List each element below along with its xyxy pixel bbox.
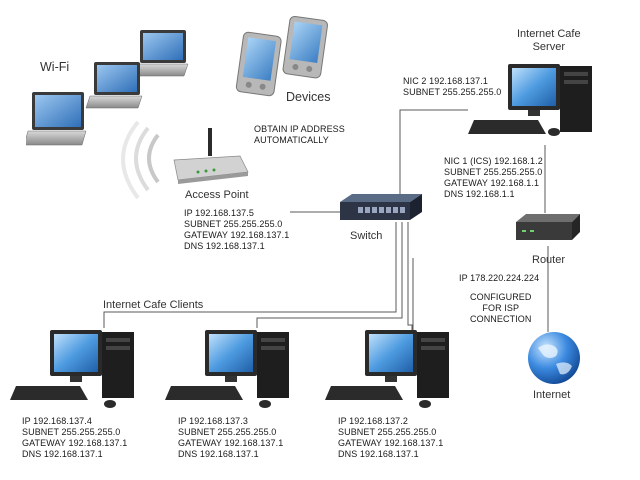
client-3-dns: DNS 192.168.137.1 — [338, 449, 419, 459]
server-label-line-1: Internet Cafe — [517, 28, 581, 40]
router-label: Router — [532, 254, 566, 266]
server-label-line-2: Server — [532, 41, 565, 53]
obtain-line-1: OBTAIN IP ADDRESS — [254, 124, 345, 134]
switch-label: Switch — [350, 230, 383, 242]
clients-label: Internet Cafe Clients — [103, 299, 204, 311]
wire-switch-client2 — [256, 222, 403, 328]
client-1-gateway: GATEWAY 192.168.137.1 — [22, 438, 128, 448]
ap-subnet: SUBNET 255.255.255.0 — [184, 219, 283, 229]
internet-label: Internet — [533, 389, 571, 401]
ap-gateway: GATEWAY 192.168.137.1 — [184, 230, 290, 240]
client-3-ip: IP 192.168.137.2 — [338, 416, 408, 426]
client-2-gateway: GATEWAY 192.168.137.1 — [178, 438, 284, 448]
devices-label: Devices — [286, 90, 331, 104]
nic1-dns: DNS 192.168.1.1 — [444, 189, 515, 199]
client-computer-icon — [10, 330, 134, 408]
client-1-config: IP 192.168.137.4 SUBNET 255.255.255.0 GA… — [22, 416, 127, 460]
wire-switch-client3 — [407, 222, 413, 332]
client-1-dns: DNS 192.168.137.1 — [22, 449, 103, 459]
pda-icon — [282, 15, 328, 79]
client-2-subnet: SUBNET 255.255.255.0 — [178, 427, 277, 437]
configured-line-2: FOR ISP — [482, 303, 520, 313]
client-3-subnet: SUBNET 255.255.255.0 — [338, 427, 437, 437]
switch-icon — [340, 194, 422, 220]
obtain-line-2: AUTOMATICALLY — [254, 135, 329, 145]
client-2-config: IP 192.168.137.3 SUBNET 255.255.255.0 GA… — [178, 416, 283, 460]
nic2-subnet: SUBNET 255.255.255.0 — [403, 87, 502, 97]
nic1-subnet: SUBNET 255.255.255.0 — [444, 167, 543, 177]
nic1-gateway: GATEWAY 192.168.1.1 — [444, 178, 540, 188]
laptop-icon — [131, 30, 189, 77]
client-computer-icon — [325, 330, 449, 408]
laptop-group-icon — [26, 30, 189, 146]
wire-switch-client1 — [103, 222, 397, 328]
server-nic2-config: NIC 2 192.168.137.1 SUBNET 255.255.255.0 — [403, 76, 501, 98]
wifi-label: Wi-Fi — [40, 60, 70, 74]
laptop-icon — [26, 92, 87, 146]
router-ip: IP 178.220.224.224 — [459, 273, 540, 283]
access-point-config: IP 192.168.137.5 SUBNET 255.255.255.0 GA… — [184, 208, 289, 252]
pda-devices-icon — [235, 15, 328, 97]
configured-line-3: CONNECTION — [470, 314, 532, 324]
obtain-ip-note: OBTAIN IP ADDRESS AUTOMATICALLY — [254, 124, 345, 146]
nic1-ip: NIC 1 (ICS) 192.168.1.2 — [444, 156, 543, 166]
router-icon — [516, 214, 580, 240]
ap-dns: DNS 192.168.137.1 — [184, 241, 265, 251]
internet-globe-icon — [528, 332, 580, 384]
client-3-config: IP 192.168.137.2 SUBNET 255.255.255.0 GA… — [338, 416, 443, 460]
server-nic1-config: NIC 1 (ICS) 192.168.1.2 SUBNET 255.255.2… — [444, 156, 543, 200]
ap-ip: IP 192.168.137.5 — [184, 208, 254, 218]
server-computer-icon — [468, 64, 592, 136]
server-label: Internet Cafe Server — [517, 28, 581, 54]
client-1-ip: IP 192.168.137.4 — [22, 416, 92, 426]
wire-switch-server — [399, 109, 468, 196]
nic2-ip: NIC 2 192.168.137.1 — [403, 76, 488, 86]
configured-line-1: CONFIGURED — [470, 292, 532, 302]
client-computer-icon — [165, 330, 289, 408]
configured-note: CONFIGURED FOR ISP CONNECTION — [470, 292, 532, 325]
pda-icon — [235, 31, 282, 97]
client-2-dns: DNS 192.168.137.1 — [178, 449, 259, 459]
access-point-icon — [173, 128, 249, 184]
access-point-label: Access Point — [185, 189, 249, 201]
laptop-icon — [85, 62, 143, 109]
client-1-subnet: SUBNET 255.255.255.0 — [22, 427, 121, 437]
client-2-ip: IP 192.168.137.3 — [178, 416, 248, 426]
wifi-signal-icon — [121, 120, 160, 200]
client-3-gateway: GATEWAY 192.168.137.1 — [338, 438, 444, 448]
